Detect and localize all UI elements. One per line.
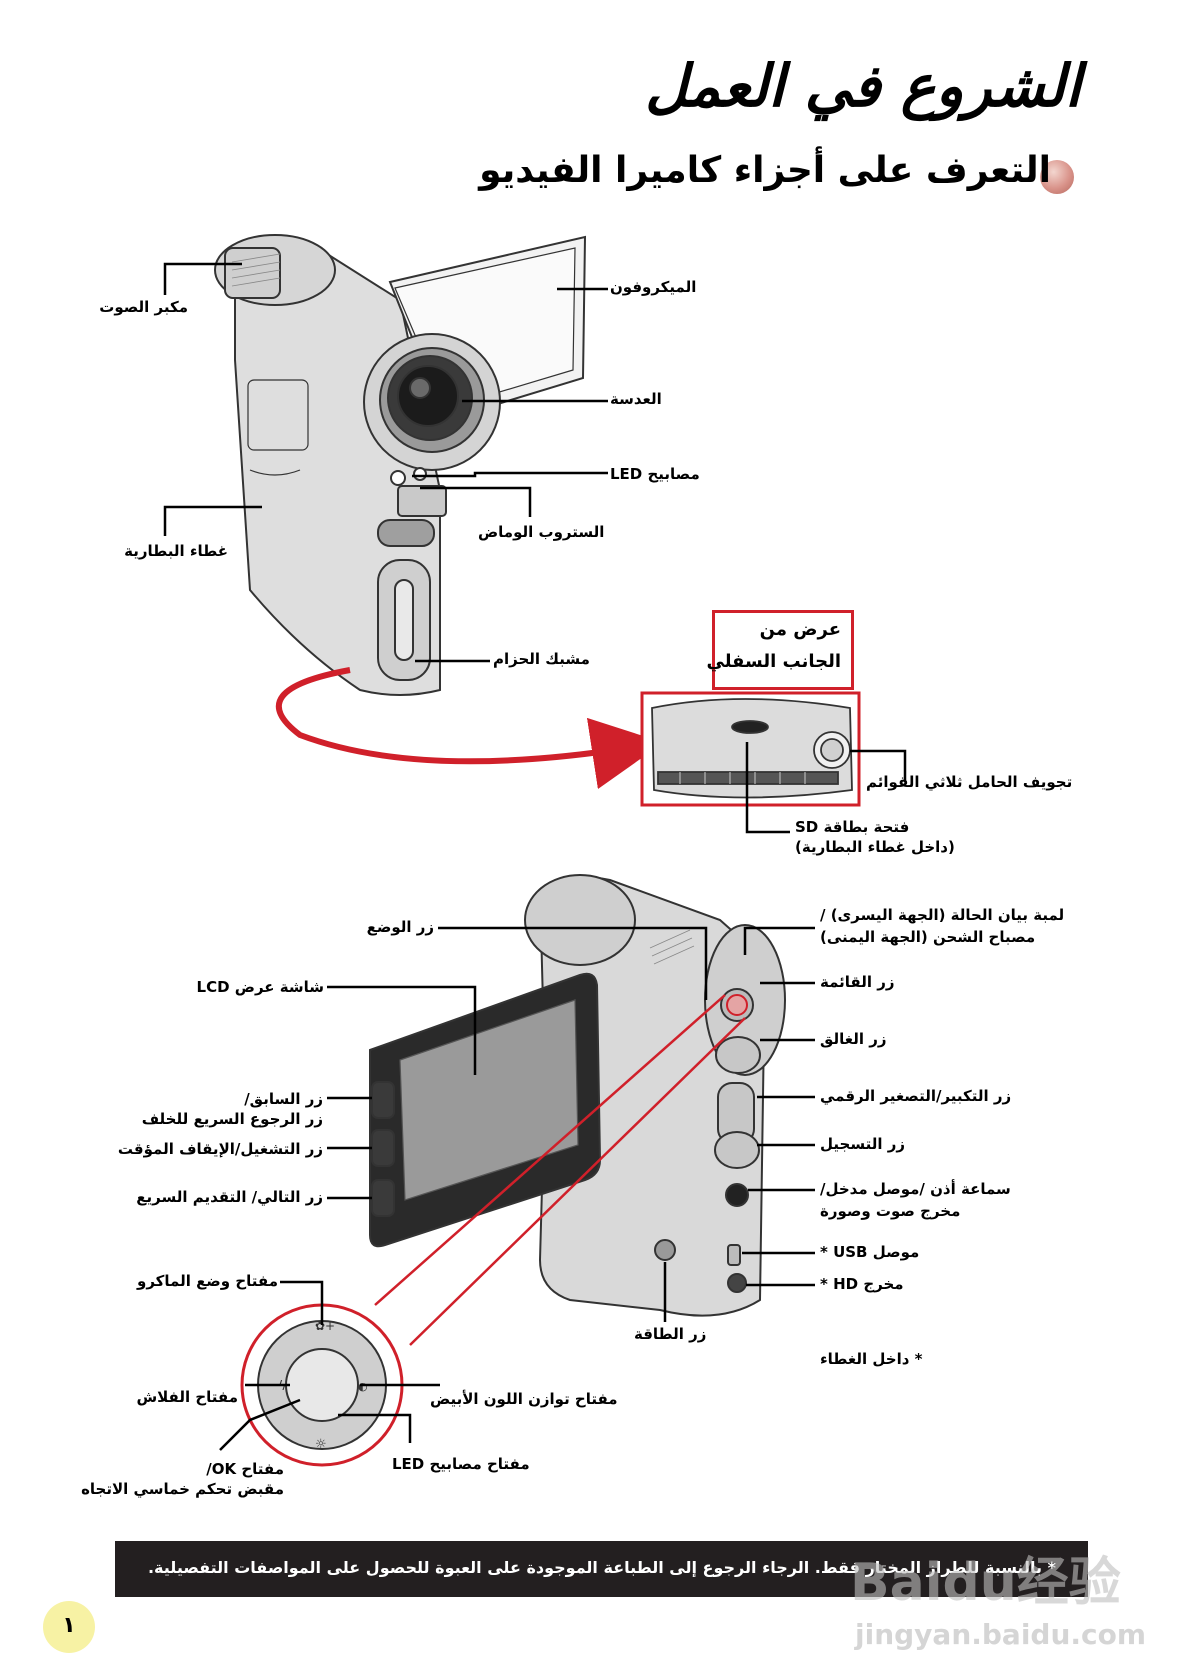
label-hd-out: مخرج HD *	[820, 1275, 904, 1293]
label-led-switch: مفتاح مصابيح LED	[392, 1455, 530, 1473]
label-ok-switch: مفتاح OK/	[206, 1460, 284, 1478]
label-macro-switch: مفتاح وضع الماكرو	[137, 1272, 278, 1290]
section-bullet-icon	[1040, 160, 1074, 194]
section-subtitle: التعرف على أجزاء كاميرا الفيديو	[479, 150, 1051, 191]
bottom-view-leader-lines	[745, 742, 907, 834]
label-lens: العدسة	[610, 390, 662, 408]
camera-rear-illustration	[369, 874, 786, 1317]
label-sd-slot-note: (داخل غطاء البطارية)	[795, 838, 955, 856]
bottom-view-arrow-icon	[275, 667, 664, 790]
footer-note-bar	[115, 1541, 1088, 1597]
label-mode-button: زر الوضع	[366, 918, 434, 936]
label-battery-cover: غطاء البطارية	[124, 542, 228, 560]
label-sd-slot: فتحة بطاقة SD	[795, 818, 910, 836]
label-prev-button: زر السابق/	[244, 1090, 323, 1108]
label-charge-lamp: مصباح الشحن (الجهة اليمنى)	[820, 928, 1036, 946]
label-av-jack: سماعة أذن /موصل مدخل/	[820, 1180, 1011, 1198]
svg-text:ϟ: ϟ	[278, 1379, 287, 1394]
page-number-badge	[43, 1601, 95, 1653]
baidu-watermark-logo: Baidu经验	[850, 1553, 1121, 1613]
label-white-balance-switch: مفتاح توازن اللون الأبيض	[430, 1390, 618, 1408]
label-inside-cover-note: * داخل الغطاء	[820, 1350, 923, 1368]
label-speaker: مكبر الصوت	[99, 298, 188, 316]
bottom-view-caption-line1: عرض من	[759, 619, 841, 640]
label-zoom-button: زر التكبير/التصغير الرقمي	[820, 1087, 1012, 1105]
label-flash-switch: مفتاح الفلاش	[136, 1388, 238, 1406]
svg-text:✿+: ✿+	[315, 1319, 335, 1333]
label-strap-hook: مشبك الحزام	[493, 650, 590, 668]
label-tripod-socket: تجويف الحامل ثلاثي القوائم	[866, 773, 1073, 791]
label-play-pause-button: زر التشغيل/الإيقاف المؤقت	[117, 1140, 323, 1158]
label-shutter-button: زر الغالق	[820, 1030, 887, 1048]
bottom-view-illustration	[651, 698, 853, 799]
bottom-view-caption-line2: الجانب السفلي	[706, 651, 842, 672]
footer-note: * بالنسبة للطراز المختار فقط. الرجاء الر…	[147, 1558, 1056, 1577]
zoom-indicator-lines	[374, 994, 746, 1346]
label-microphone: الميكروفون	[610, 278, 697, 296]
label-usb-port: موصل USB *	[820, 1243, 920, 1261]
label-status-lamp: لمبة بيان الحالة (الجهة اليسرى) /	[820, 906, 1065, 924]
label-power-button: زر الطاقة	[634, 1325, 707, 1343]
camera-front-illustration	[214, 234, 587, 696]
top-leader-lines	[163, 262, 608, 663]
label-lcd-screen: شاشة عرض LCD	[196, 978, 324, 996]
page-number: ١	[62, 1613, 76, 1638]
bottom-leader-lines	[219, 926, 815, 1451]
bottom-view-caption: عرض من الجانب السفلي	[707, 610, 854, 690]
label-led-lights: مصابيح LED	[610, 465, 700, 483]
control-pad-illustration: ✿+ ☼ ϟ ◐	[240, 1303, 404, 1467]
label-strobe-flash: الستروب الوماض	[478, 523, 605, 541]
label-5way-joystick: مقبض تحكم خماسي الاتجاه	[81, 1480, 284, 1498]
label-record-button: زر التسجيل	[820, 1135, 905, 1153]
svg-text:☼: ☼	[315, 1437, 327, 1452]
page-title: الشروع في العمل	[645, 52, 1081, 120]
label-rewind-button: زر الرجوع السريع للخلف	[141, 1110, 323, 1128]
label-av-jack-line2: مخرج صوت وصورة	[820, 1202, 961, 1220]
svg-text:◐: ◐	[358, 1380, 368, 1393]
label-next-ff-button: زر التالي/ التقديم السريع	[136, 1188, 323, 1206]
label-menu-button: زر القائمة	[820, 973, 895, 991]
baidu-watermark-url: jingyan.baidu.com	[855, 1618, 1147, 1651]
